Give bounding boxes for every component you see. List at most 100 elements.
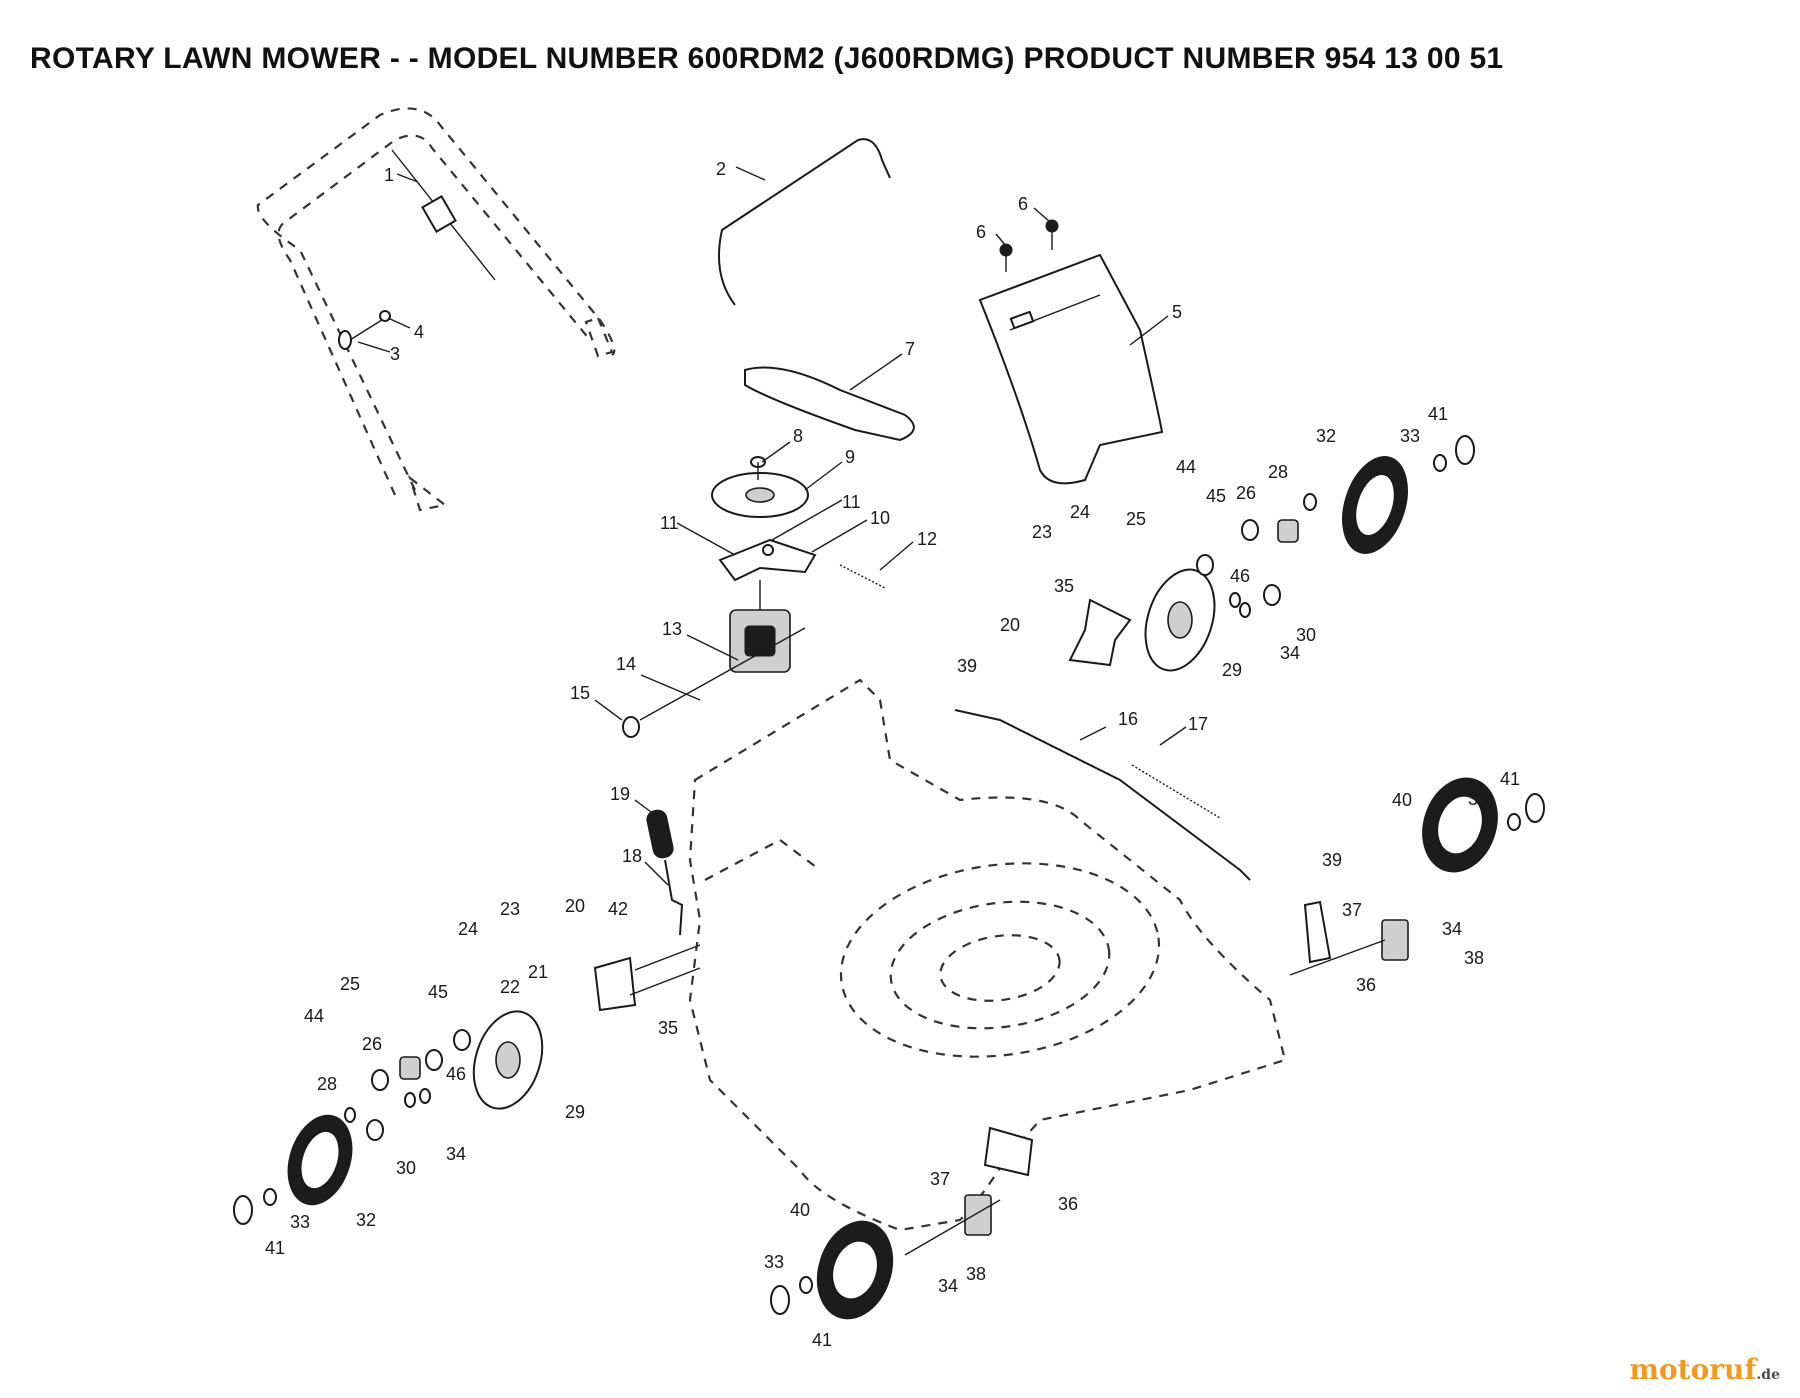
label-20a: 20 <box>565 896 585 916</box>
label-7: 7 <box>905 339 915 359</box>
label-38a: 38 <box>1464 948 1484 968</box>
label-20b: 20 <box>1000 615 1020 635</box>
front-wheel-right <box>1289 777 1545 976</box>
label-29b: 29 <box>1222 660 1242 680</box>
label-33a: 33 <box>290 1212 310 1232</box>
label-41a: 41 <box>265 1238 285 1258</box>
part-14-axle <box>639 627 806 721</box>
label-40a: 40 <box>1392 790 1412 810</box>
label-18: 18 <box>622 846 642 866</box>
label-6b: 6 <box>1018 194 1028 214</box>
part-15-washer <box>622 716 640 738</box>
label-12: 12 <box>917 529 937 549</box>
label-24a: 24 <box>458 919 478 939</box>
label-41b: 41 <box>1428 404 1448 424</box>
label-16: 16 <box>1118 709 1138 729</box>
leader-lines <box>357 166 1187 886</box>
label-10: 10 <box>870 508 890 528</box>
label-38b: 38 <box>966 1264 986 1284</box>
label-25a: 25 <box>340 974 360 994</box>
label-28b: 28 <box>1268 462 1288 482</box>
label-6a: 6 <box>976 222 986 242</box>
label-19: 19 <box>610 784 630 804</box>
label-40b: 40 <box>790 1200 810 1220</box>
part-17-spring <box>1131 764 1221 819</box>
label-42: 42 <box>608 899 628 919</box>
label-39b: 39 <box>1322 850 1342 870</box>
part-labels: 1 2 3 4 5 6 6 7 8 9 10 11 11 12 13 14 15… <box>265 159 1520 1350</box>
label-34a: 34 <box>446 1144 466 1164</box>
label-34b: 34 <box>1280 643 1300 663</box>
label-45a: 45 <box>428 982 448 1002</box>
part-16-drive-rod <box>954 709 1251 881</box>
part-7-belt <box>744 366 915 442</box>
front-wheel-left <box>770 1126 1034 1320</box>
page-title: ROTARY LAWN MOWER - - MODEL NUMBER 600RD… <box>30 42 1504 75</box>
label-37a: 37 <box>1342 900 1362 920</box>
watermark-tld: .de <box>1756 1367 1780 1383</box>
label-41c: 41 <box>1500 769 1520 789</box>
label-11b: 11 <box>842 492 861 512</box>
label-37b: 37 <box>930 1169 950 1189</box>
label-23a: 23 <box>500 899 520 919</box>
part-10-11-bracket <box>718 538 817 582</box>
watermark-brand: motoruf <box>1629 1353 1757 1386</box>
label-1: 1 <box>384 165 394 185</box>
rear-wheel-left <box>233 1010 544 1225</box>
part-2-bail <box>717 138 891 306</box>
label-41d: 41 <box>812 1330 832 1350</box>
label-34c: 34 <box>1442 919 1462 939</box>
label-39a: 39 <box>957 656 977 676</box>
label-33c: 33 <box>1468 789 1488 809</box>
label-5: 5 <box>1172 302 1182 322</box>
label-46b: 46 <box>1230 566 1250 586</box>
label-33d: 33 <box>764 1252 784 1272</box>
label-29a: 29 <box>565 1102 585 1122</box>
label-36a: 36 <box>1356 975 1376 995</box>
part-18-19-height-lever <box>646 809 684 936</box>
label-9: 9 <box>845 447 855 467</box>
label-32a: 32 <box>356 1210 376 1230</box>
label-36b: 36 <box>1058 1194 1078 1214</box>
label-28a: 28 <box>317 1074 337 1094</box>
label-35b: 35 <box>1054 576 1074 596</box>
label-13: 13 <box>662 619 682 639</box>
label-2: 2 <box>716 159 726 179</box>
label-17: 17 <box>1188 714 1208 734</box>
part-35-bracket-left <box>593 944 701 1012</box>
part-9-pulley <box>711 456 809 518</box>
mower-deck-outline <box>688 678 1287 1232</box>
label-35a: 35 <box>658 1018 678 1038</box>
part-13-transmission <box>729 580 791 673</box>
part-5-grass-chute <box>978 253 1164 485</box>
label-15: 15 <box>570 683 590 703</box>
label-26a: 26 <box>362 1034 382 1054</box>
part-6-screws <box>999 219 1059 272</box>
label-8: 8 <box>793 426 803 446</box>
label-30b: 30 <box>1296 625 1316 645</box>
rear-wheel-right <box>1068 435 1475 672</box>
label-45b: 45 <box>1206 486 1226 506</box>
label-46a: 46 <box>446 1064 466 1084</box>
label-25b: 25 <box>1126 509 1146 529</box>
label-11a: 11 <box>660 513 679 533</box>
part-3-4-bolt <box>338 310 391 350</box>
label-33b: 33 <box>1400 426 1420 446</box>
label-3: 3 <box>390 344 400 364</box>
part-1-cable-control <box>391 149 496 281</box>
label-23b: 23 <box>1032 522 1052 542</box>
label-44a: 44 <box>304 1006 324 1026</box>
label-32b: 32 <box>1316 426 1336 446</box>
label-30a: 30 <box>396 1158 416 1178</box>
label-24b: 24 <box>1070 502 1090 522</box>
label-14: 14 <box>616 654 636 674</box>
handle-outline <box>256 107 616 512</box>
label-26b: 26 <box>1236 483 1256 503</box>
watermark: motoruf.de <box>1629 1353 1780 1386</box>
label-34d: 34 <box>938 1276 958 1296</box>
label-4: 4 <box>414 322 424 342</box>
label-44b: 44 <box>1176 457 1196 477</box>
label-22: 22 <box>500 977 520 997</box>
label-21: 21 <box>528 962 548 982</box>
